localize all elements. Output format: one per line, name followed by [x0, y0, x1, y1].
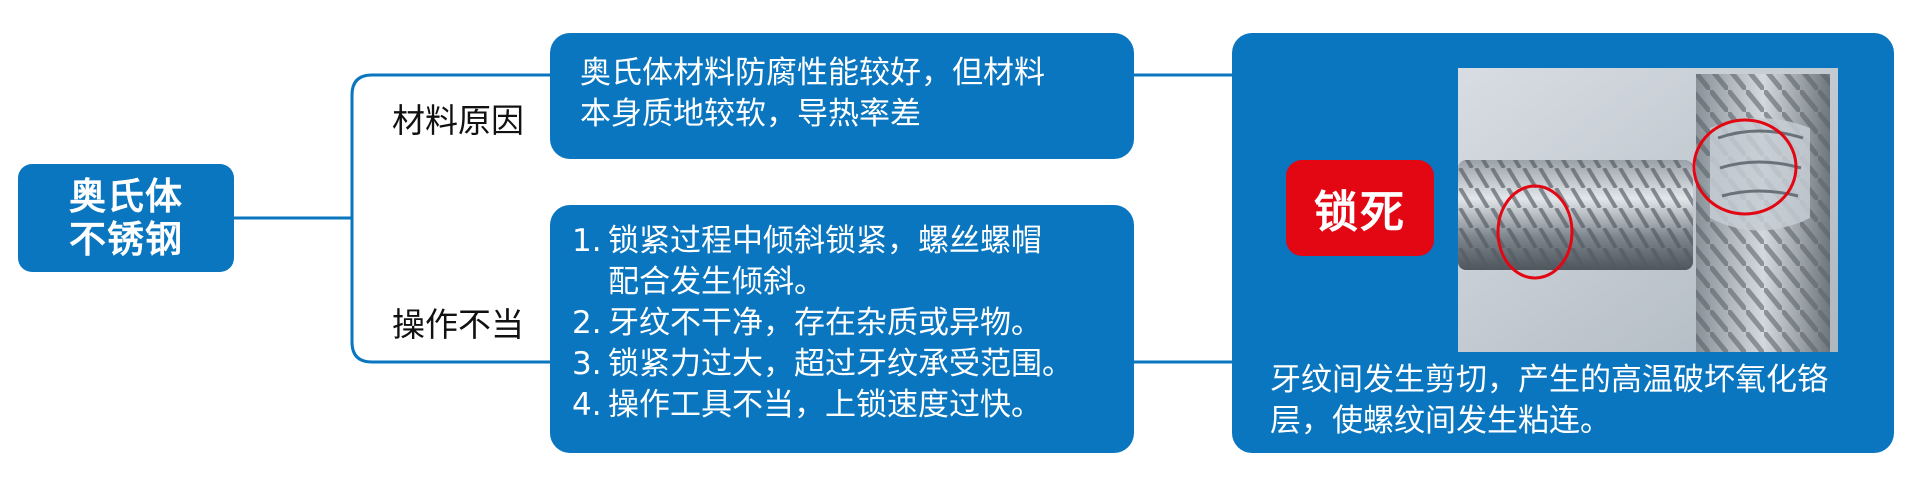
operation-reason-box: 1. 锁紧过程中倾斜锁紧，螺丝螺帽 配合发生倾斜。 2. 牙纹不干净，存在杂质或… — [550, 205, 1134, 453]
lock-badge: 锁死 — [1286, 160, 1434, 256]
list-item: 3. 锁紧力过大，超过牙纹承受范围。 — [572, 344, 1112, 385]
defect-marker-circle — [1496, 184, 1574, 280]
list-item-text: 锁紧过程中倾斜锁紧，螺丝螺帽 — [608, 223, 1042, 259]
list-item-text: 操作工具不当，上锁速度过快。 — [608, 387, 1042, 423]
galled-bolt-thread-photo — [1458, 68, 1838, 352]
result-caption: 牙纹间发生剪切，产生的高温破坏氧化铬 层，使螺纹间发生粘连。 — [1270, 360, 1880, 442]
list-item-number: 2. — [572, 305, 602, 341]
branch-bracket — [350, 73, 373, 364]
root-node: 奥氏体 不锈钢 — [18, 164, 234, 272]
list-item: 2. 牙纹不干净，存在杂质或异物。 — [572, 303, 1112, 344]
branch-label-material: 材料原因 — [392, 101, 524, 140]
root-title-line1: 奥氏体 — [69, 175, 183, 218]
list-item-number: 3. — [572, 346, 602, 382]
list-item: 1. 锁紧过程中倾斜锁紧，螺丝螺帽 配合发生倾斜。 — [572, 221, 1112, 303]
material-reason-line: 本身质地较软，导热率差 — [580, 96, 921, 132]
material-reason-line: 奥氏体材料防腐性能较好，但材料 — [580, 55, 1045, 91]
defect-marker-circle — [1692, 118, 1798, 216]
list-item-text: 配合发生倾斜。 — [608, 264, 825, 300]
list-item-text: 牙纹不干净，存在杂质或异物。 — [608, 305, 1042, 341]
operation-reason-list: 1. 锁紧过程中倾斜锁紧，螺丝螺帽 配合发生倾斜。 2. 牙纹不干净，存在杂质或… — [572, 221, 1112, 426]
list-item-text: 锁紧力过大，超过牙纹承受范围。 — [608, 346, 1073, 382]
result-caption-line: 牙纹间发生剪切，产生的高温破坏氧化铬 — [1270, 362, 1828, 398]
list-item-number: 4. — [572, 387, 602, 423]
result-caption-line: 层，使螺纹间发生粘连。 — [1270, 403, 1611, 439]
root-title-line2: 不锈钢 — [69, 218, 183, 261]
branch-label-operation: 操作不当 — [392, 305, 524, 344]
list-item-number: 1. — [572, 223, 602, 259]
list-item: 4. 操作工具不当，上锁速度过快。 — [572, 385, 1112, 426]
material-reason-box: 奥氏体材料防腐性能较好，但材料 本身质地较软，导热率差 — [550, 33, 1134, 159]
